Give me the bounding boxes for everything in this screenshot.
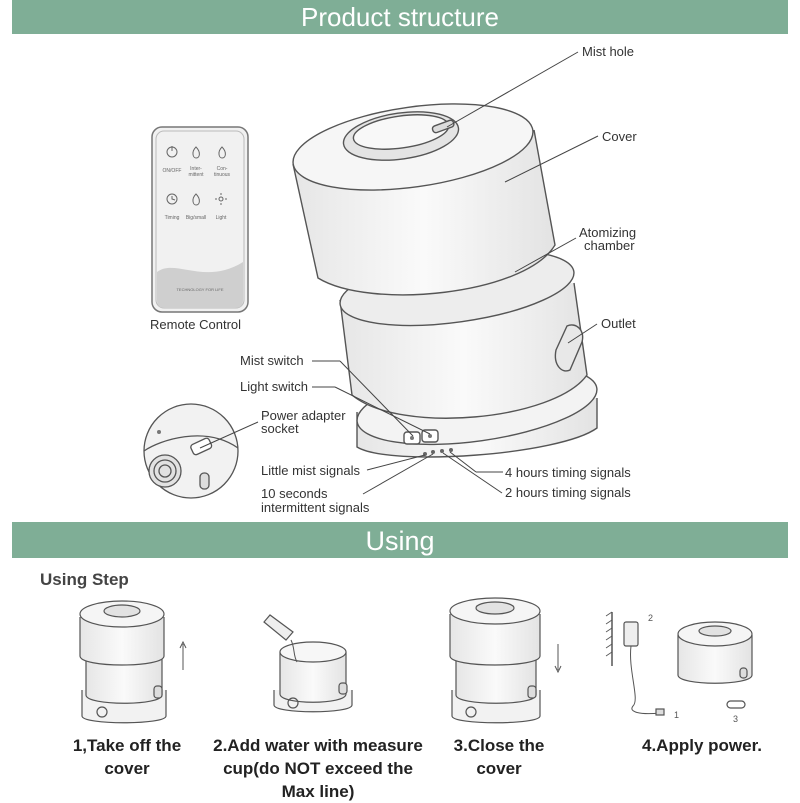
label-power-2: socket xyxy=(261,421,299,436)
label-cover: Cover xyxy=(602,129,637,144)
label-light-switch: Light switch xyxy=(240,379,308,394)
sun-icon xyxy=(215,193,227,205)
label-mist-hole: Mist hole xyxy=(582,44,635,59)
clock-icon xyxy=(166,193,178,205)
leaf-icon xyxy=(192,146,200,159)
svg-text:Con-: Con- xyxy=(217,166,228,172)
label-four-hours: 4 hours timing signals xyxy=(505,465,631,480)
svg-text:mittent: mittent xyxy=(188,172,204,178)
svg-text:tinuous: tinuous xyxy=(214,172,231,178)
svg-text:Inter-: Inter- xyxy=(190,166,202,172)
remote-icons xyxy=(166,146,227,206)
remote-control: ON/OFF Inter-mittent Con-tinuous Timing … xyxy=(151,126,249,313)
step3-device xyxy=(449,597,562,724)
label-power-1: Power adapter xyxy=(261,408,346,423)
wall-mark-1: 1 xyxy=(674,710,679,720)
svg-text:Timing: Timing xyxy=(165,215,180,221)
leaf-icon xyxy=(192,193,200,206)
power-socket-zoom xyxy=(143,403,239,499)
step1-device xyxy=(79,600,187,724)
label-outlet: Outlet xyxy=(601,316,636,331)
label-mist-switch: Mist switch xyxy=(240,353,304,368)
remote-btn-onoff: ON/OFF xyxy=(163,168,182,174)
svg-text:Light: Light xyxy=(216,215,227,221)
wall-mark-2: 2 xyxy=(648,613,653,623)
humidifier-device xyxy=(292,103,598,458)
remote-control-caption: Remote Control xyxy=(150,317,242,332)
label-ten-sec-1: 10 seconds xyxy=(261,486,328,501)
product-structure-banner: Product structure xyxy=(12,0,788,34)
step-4-caption: 4.Apply power. xyxy=(642,736,762,755)
label-two-hours: 2 hours timing signals xyxy=(505,485,631,500)
svg-text:TECHNOLOGY FOR LIFE: TECHNOLOGY FOR LIFE xyxy=(176,287,223,292)
wall-mark-3: 3 xyxy=(733,714,738,724)
svg-text:Big/small: Big/small xyxy=(186,215,206,221)
label-little-mist: Little mist signals xyxy=(261,463,360,478)
label-atomizing-1: Atomizing xyxy=(579,225,637,240)
leader-lines xyxy=(199,51,599,495)
using-step-heading: Using Step xyxy=(40,570,129,589)
using-banner: Using xyxy=(12,522,788,558)
leaf-icon xyxy=(218,146,226,159)
step2-device xyxy=(263,614,353,713)
label-ten-sec-2: intermittent signals xyxy=(261,500,370,515)
step4-device xyxy=(605,611,753,716)
label-atomizing-2: chamber xyxy=(584,238,635,253)
